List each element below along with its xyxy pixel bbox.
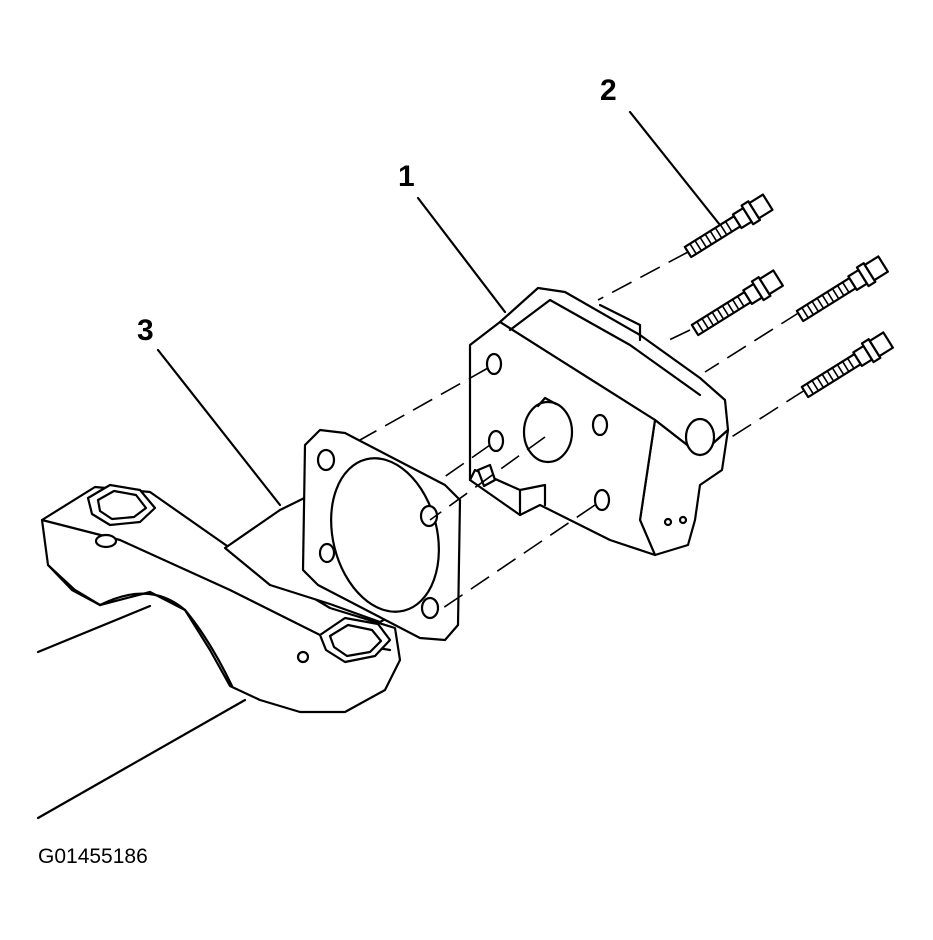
leader-line-1 [416, 196, 507, 314]
bolt-1 [683, 193, 774, 259]
column-tube [36, 604, 247, 820]
callout-1: 1 [398, 160, 415, 193]
leader-line-2 [628, 110, 722, 227]
leader-line-3 [156, 348, 282, 507]
bracket-pad-right [318, 616, 392, 664]
housing-block [468, 286, 730, 557]
figure-id: G01455186 [38, 845, 148, 868]
alignment-lines [359, 251, 806, 611]
callout-3: 3 [137, 314, 154, 347]
bracket-pad-left [86, 483, 157, 527]
mounting-bracket [40, 483, 402, 714]
bolt-4 [800, 331, 894, 399]
bolt-2 [690, 269, 784, 337]
gasket-flange [301, 428, 462, 642]
bolt-3 [795, 255, 889, 323]
callout-2: 2 [600, 74, 617, 107]
